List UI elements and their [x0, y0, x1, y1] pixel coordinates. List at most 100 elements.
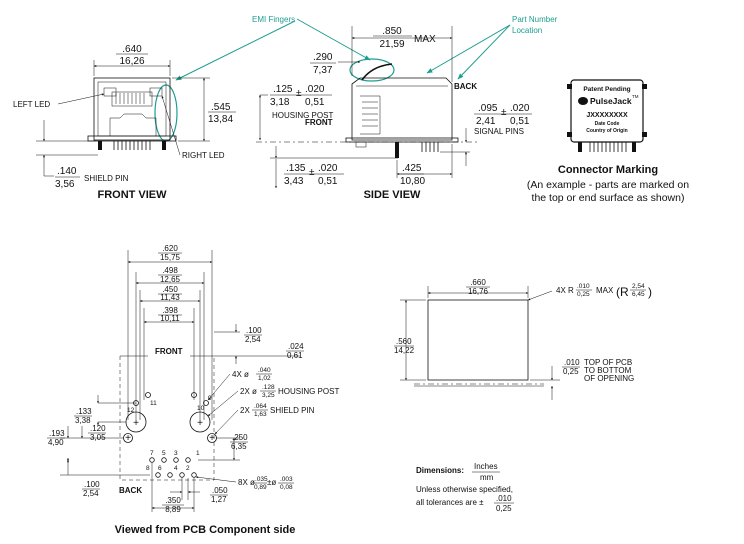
side-signal-in: .095: [478, 103, 498, 114]
pcb-view: .620 15,75 .498 12,65 .450 11,43 .398 10…: [47, 244, 339, 536]
side-signal-mm: 2,41: [476, 116, 496, 127]
location-callout: Location: [512, 26, 542, 35]
pcb-w3-mm: 11,43: [160, 293, 180, 302]
led-hole-11: [145, 392, 151, 398]
part-leader-line-2: [457, 24, 511, 80]
front-shield-in: .140: [57, 166, 77, 177]
front-contacts: [111, 91, 153, 107]
pcb-d350-in: .350: [165, 496, 181, 505]
pcb-pins-pm: ±ø: [267, 478, 276, 487]
pcb-pins-tol-mm: 0,08: [280, 484, 293, 491]
side-view-title: SIDE VIEW: [364, 189, 421, 201]
pcb-d024-in: .024: [288, 342, 304, 351]
side-post-mm: 3,18: [270, 97, 290, 108]
pcb-d350-mm: 8,89: [165, 505, 181, 514]
cutout-height-in: .560: [396, 337, 412, 346]
side-back-label: BACK: [454, 82, 477, 91]
side-view: .850 21,59 MAX .290 7,37 .125 ± .020 3,1…: [256, 26, 532, 201]
side-post-pm: ±: [296, 88, 302, 99]
pcb-d120-mm: 3,05: [90, 433, 106, 442]
side-front-label: FRONT: [305, 118, 333, 127]
cutout-radius-label: 4X R: [556, 286, 574, 295]
side-shield-pm: ±: [309, 167, 315, 178]
svg-text:): ): [648, 285, 652, 299]
part-leader-line: [426, 24, 511, 74]
panel-cutout: .660 16,76 4X R .010 0,25 MAX (R 2,54 6,…: [394, 278, 652, 400]
signal-pin-holes: [149, 457, 197, 478]
led-hole-10: [203, 400, 209, 406]
front-base-flange: [87, 135, 177, 142]
front-body-outline: [93, 77, 171, 141]
pcb-pins-mm: 0,89: [254, 484, 267, 491]
pcb-w3-in: .450: [162, 285, 178, 294]
pcb-shield-holes: 2X: [240, 406, 250, 415]
cutout-gap-mm: 0,25: [563, 367, 579, 376]
right-led-label: RIGHT LED: [182, 151, 225, 160]
pcb-w1-in: .620: [162, 244, 178, 253]
pcb-d133-in: .133: [76, 407, 92, 416]
pcb-d100b-mm: 2,54: [83, 489, 99, 498]
front-width-mm: 16,26: [119, 56, 144, 67]
pcb-d250-mm: 6,35: [231, 442, 247, 451]
pin-label-12: 12: [127, 407, 135, 414]
side-signal-tol-mm: 0,51: [510, 116, 530, 127]
pcb-post-holes: 2X ø: [240, 387, 257, 396]
side-post-tol-mm: 0,51: [305, 97, 325, 108]
connector-marking: Patent Pending PulseJack TM JXXXXXXXX Da…: [527, 79, 689, 204]
left-led-label: LEFT LED: [13, 100, 50, 109]
front-latch-opening: [109, 113, 157, 136]
pcb-w4-mm: 10,11: [160, 314, 180, 323]
front-view: .640 16,26 .545 13,84 .140 3,56 SHIELD P…: [13, 44, 236, 201]
cutout-width-in: .660: [470, 278, 486, 287]
side-signal-pm: ±: [501, 107, 507, 118]
pcb-shield-in: .064: [254, 403, 267, 410]
housing-post-hole-right: [189, 411, 211, 433]
marking-patent: Patent Pending: [583, 86, 630, 93]
notes-tol-in: .010: [496, 494, 512, 503]
pcb-d100b-in: .100: [84, 480, 100, 489]
pcb-pins-tol-in: .003: [280, 476, 293, 483]
side-shield-tol-in: .020: [318, 163, 338, 174]
side-max-label: MAX: [414, 34, 436, 45]
emi-highlight-ellipse: [349, 58, 395, 82]
pcb-shield-mm: 1,63: [254, 411, 267, 418]
side-depth-mm: 10,80: [400, 176, 425, 187]
side-post-in: .125: [273, 84, 293, 95]
notes-unless: Unless otherwise specified,: [416, 485, 513, 494]
side-post-tol-in: .020: [305, 84, 325, 95]
marking-part: JXXXXXXXX: [586, 112, 628, 119]
side-signal-tol-in: .020: [510, 103, 530, 114]
front-view-title: FRONT VIEW: [97, 189, 167, 201]
side-shield-tol-mm: 0,51: [318, 176, 338, 187]
pcb-pins-in: .035: [255, 476, 268, 483]
pcb-post-in: .128: [262, 384, 275, 391]
marking-date-code: Date Code: [595, 121, 620, 127]
pin-label-3: 3: [174, 450, 178, 457]
pcb-led-holes: 4X ø: [232, 370, 249, 379]
notes-mm: mm: [480, 473, 494, 482]
pcb-shield-label: SHIELD PIN: [270, 406, 315, 415]
cutout-gap-line-1: TOP OF PCB: [584, 358, 632, 367]
part-number-callout: Part Number: [512, 15, 558, 24]
side-shield-mm: 3,43: [284, 176, 304, 187]
marking-tm: TM: [632, 94, 639, 99]
pcb-d024-mm: 0,61: [287, 351, 303, 360]
pin-label-8: 8: [146, 465, 150, 472]
pcb-d193-mm: 4,90: [48, 438, 64, 447]
marking-brand: PulseJack: [590, 96, 632, 106]
front-height-in: .545: [211, 102, 231, 113]
pin-label-5: 5: [162, 450, 166, 457]
cutout-gap-line-3: OF OPENING: [584, 374, 634, 383]
notes-dimensions: Dimensions:: [416, 466, 464, 475]
pin-label-1: 1: [196, 450, 200, 457]
pcb-d050-in: .050: [212, 486, 228, 495]
pcb-w4-in: .398: [162, 306, 178, 315]
front-pins: [98, 141, 166, 150]
side-shield-pin: [395, 142, 399, 158]
pcb-back-label: BACK: [119, 486, 142, 495]
emi-leader-line-front: [175, 20, 296, 81]
side-latch: [360, 95, 381, 135]
cutout-radius-in: .010: [577, 283, 590, 290]
